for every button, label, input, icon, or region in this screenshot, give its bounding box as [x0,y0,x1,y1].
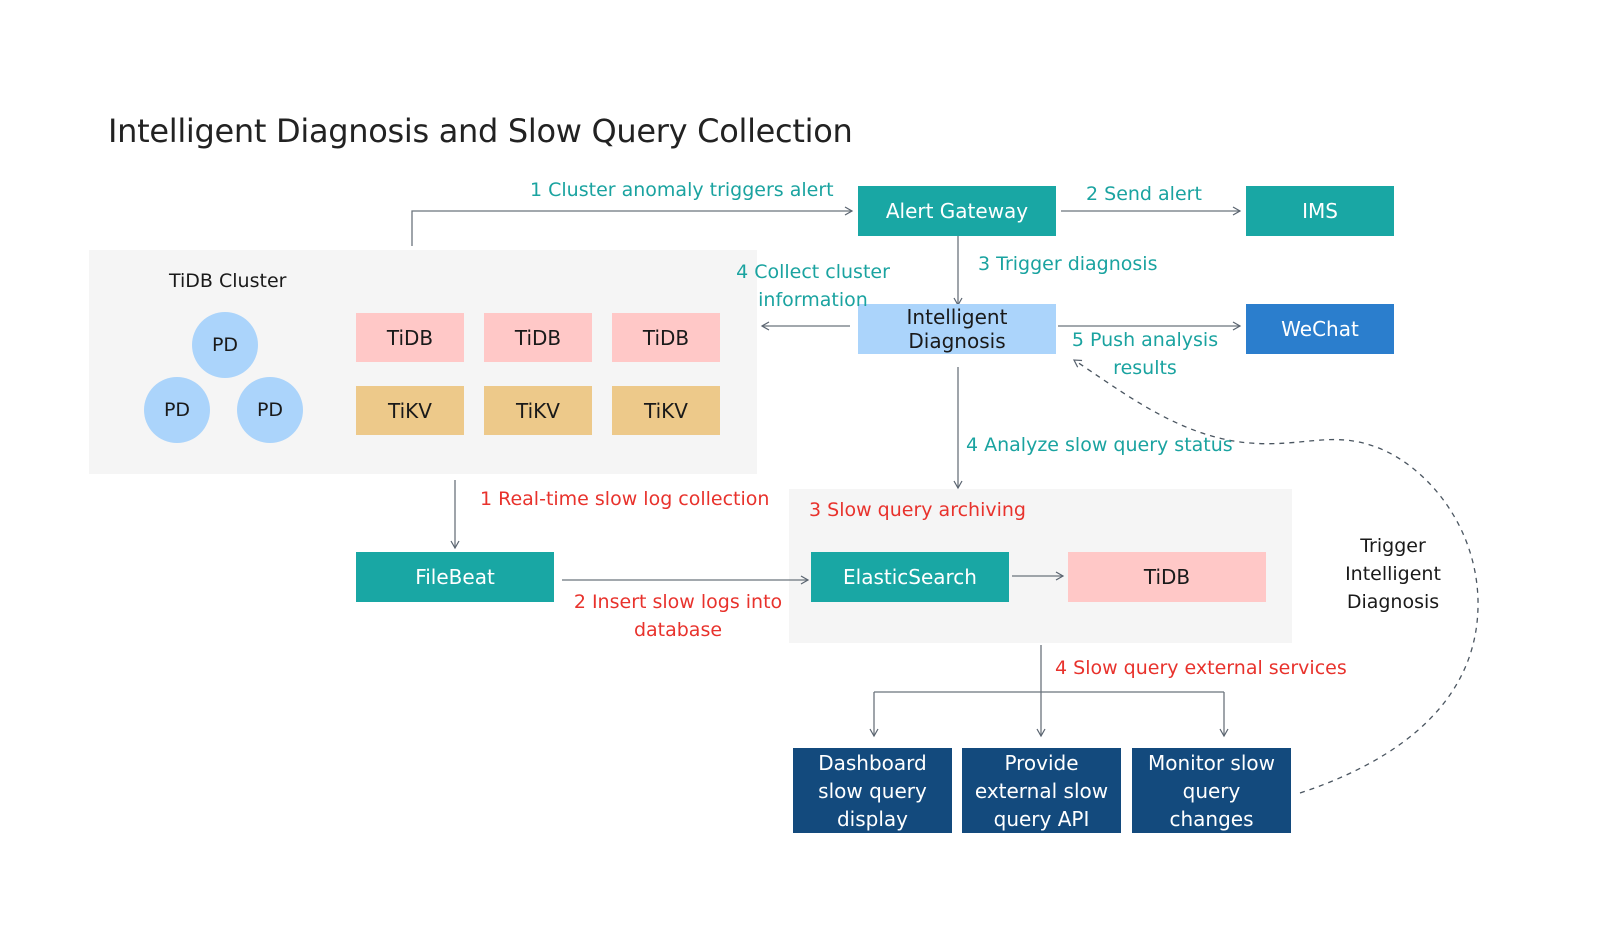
tidb-node: TiDB [484,313,592,362]
tidb-cluster-label: TiDB Cluster [169,270,287,292]
label-collect-info: 4 Collect cluster information [728,258,898,314]
pd-node: PD [237,377,303,443]
node-line: query [1182,778,1241,803]
node-line: display [836,806,908,831]
node-line: slow query [818,778,927,803]
label-line: Intelligent [1345,563,1441,585]
alert-gateway-node: Alert Gateway [858,186,1056,236]
label-realtime-collection: 1 Real-time slow log collection [480,488,770,510]
tikv-node: TiKV [612,386,720,435]
label-trigger-diagnosis: 3 Trigger diagnosis [978,253,1158,275]
node-line: external slow [974,778,1109,803]
tikv-node: TiKV [484,386,592,435]
tidb-node: TiDB [612,313,720,362]
node-line: Monitor slow [1148,750,1275,775]
node-line: Dashboard [818,750,927,775]
label-insert-logs: 2 Insert slow logs into database [566,588,790,644]
label-cluster-anomaly: 1 Cluster anomaly triggers alert [530,179,834,201]
tidb-node: TiDB [356,313,464,362]
external-api-node: Provide external slow query API [962,748,1121,833]
label-line: 5 Push analysis [1071,329,1219,351]
label-line: results [1113,357,1177,379]
tikv-node: TiKV [356,386,464,435]
elasticsearch-node: ElasticSearch [811,552,1009,602]
label-line: Trigger [1360,535,1426,557]
label-line: Diagnosis [1346,591,1440,613]
ims-node: IMS [1246,186,1394,236]
label-line: database [633,619,723,641]
label-external-services: 4 Slow query external services [1055,657,1347,679]
label-trigger-intelligent: Trigger Intelligent Diagnosis [1330,532,1456,616]
label-line: 2 Insert slow logs into [573,591,783,613]
label-send-alert: 2 Send alert [1086,183,1202,205]
node-line: Provide [1004,750,1079,775]
intelligent-diagnosis-node: Intelligent Diagnosis [858,304,1056,354]
label-line: 4 Collect cluster [736,261,890,283]
dashboard-display-node: Dashboard slow query display [793,748,952,833]
node-line: changes [1169,806,1254,831]
label-analyze-slow: 4 Analyze slow query status [966,434,1233,456]
label-line: information [758,289,868,311]
label-archiving: 3 Slow query archiving [809,499,1026,521]
pd-node: PD [144,377,210,443]
archive-tidb-node: TiDB [1068,552,1266,602]
filebeat-node: FileBeat [356,552,554,602]
diagram-title: Intelligent Diagnosis and Slow Query Col… [108,112,853,150]
pd-node: PD [192,312,258,378]
node-line: query API [993,806,1090,831]
edge-cluster-to-alert-gateway [411,206,854,246]
label-push-results: 5 Push analysis results [1066,326,1224,382]
wechat-node: WeChat [1246,304,1394,354]
monitor-changes-node: Monitor slow query changes [1132,748,1291,833]
